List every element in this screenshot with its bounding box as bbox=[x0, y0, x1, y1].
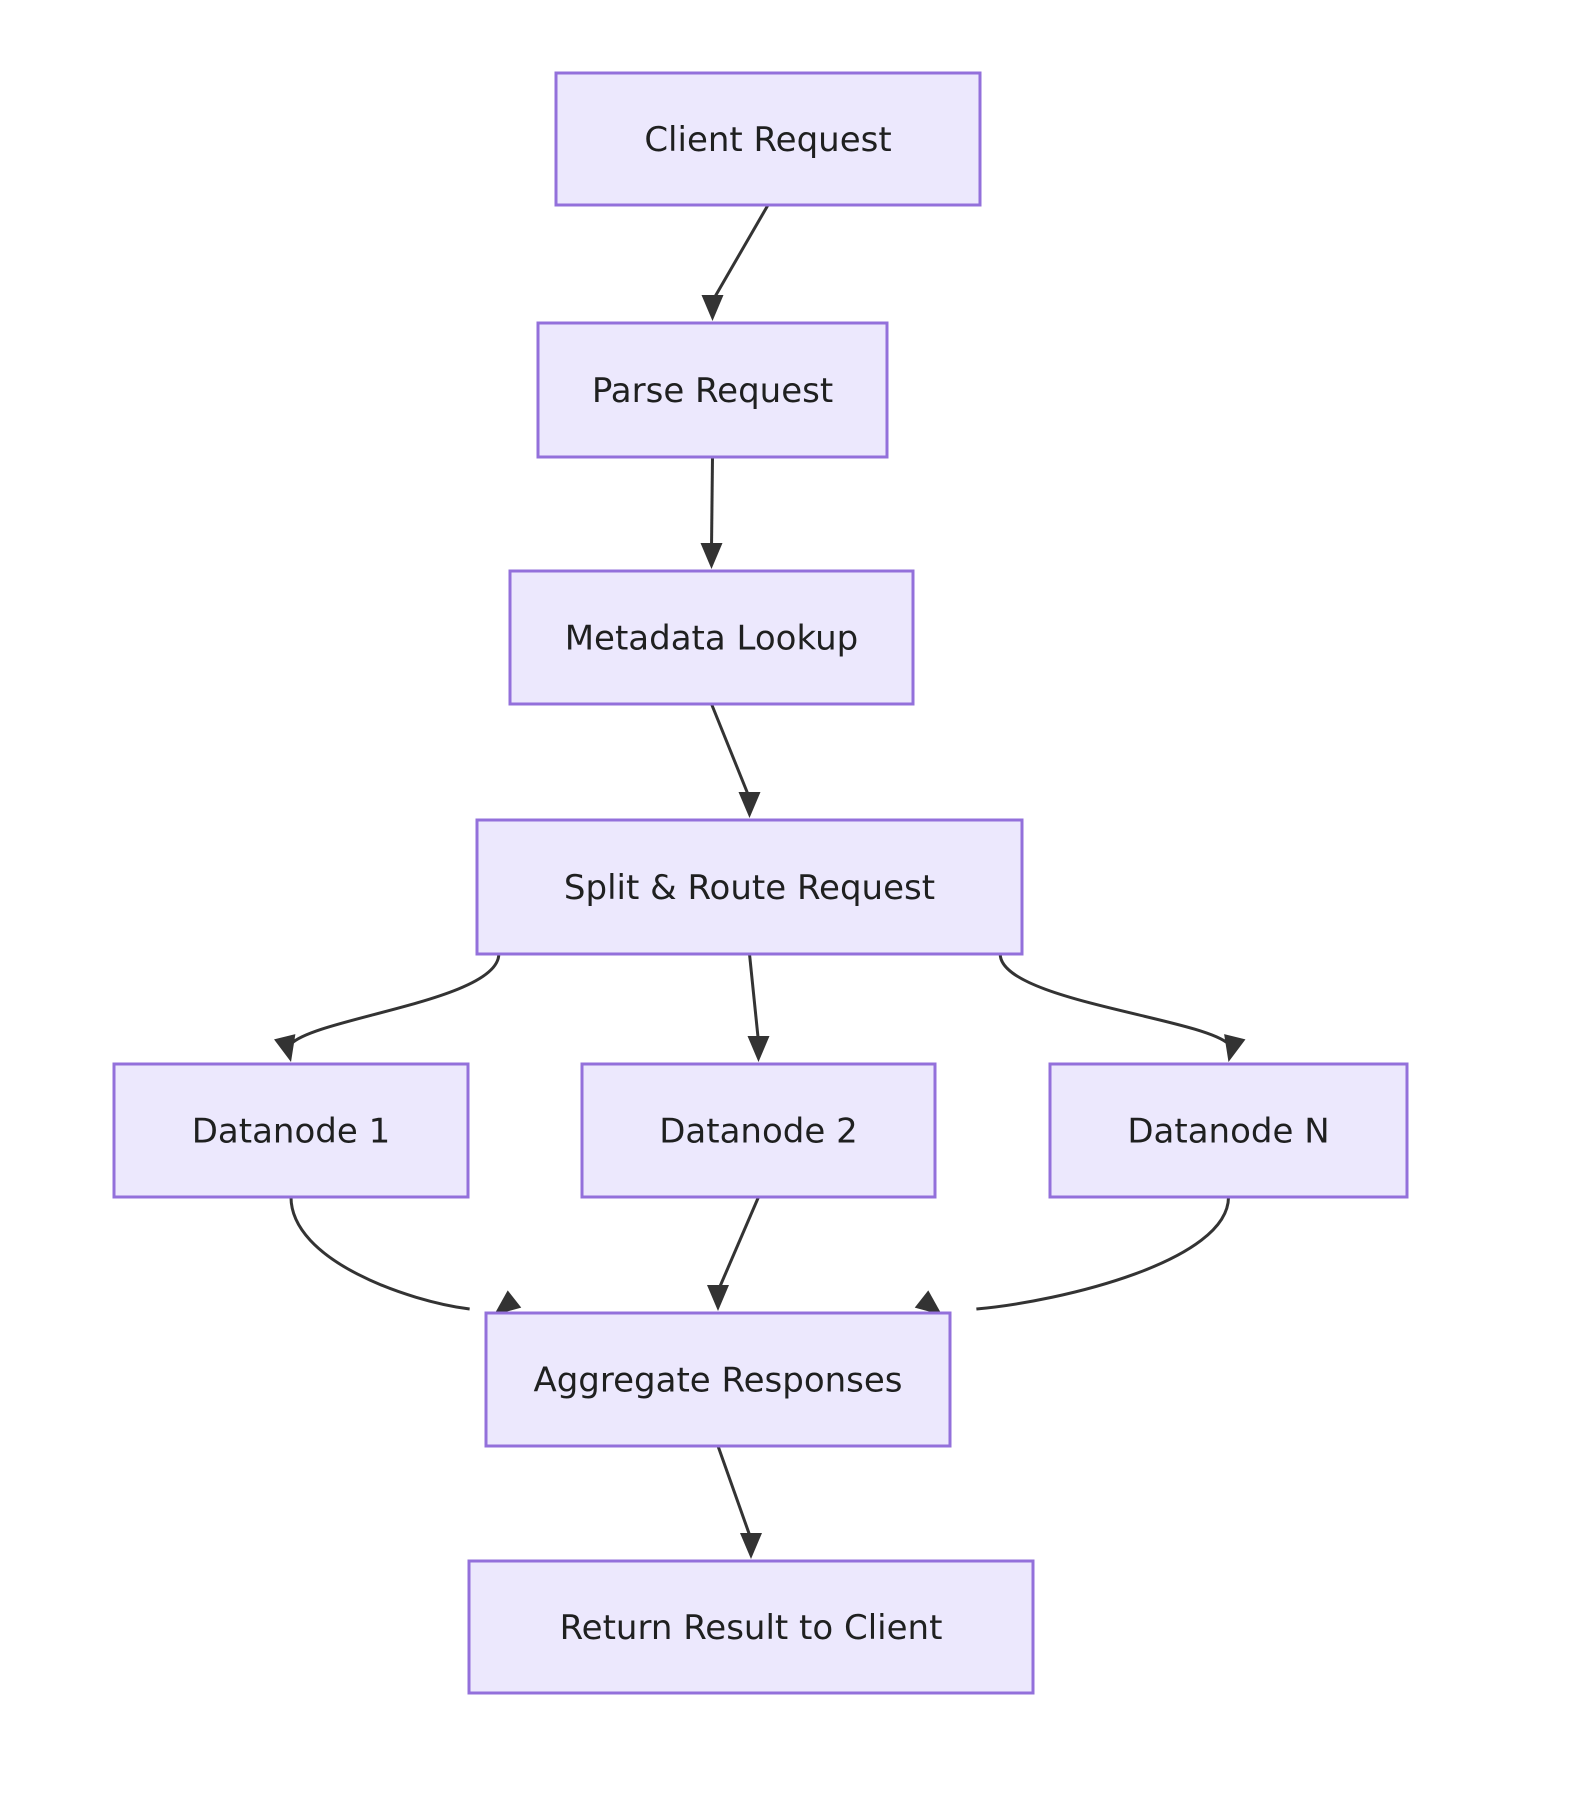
node-client-request-box[interactable] bbox=[554, 71, 982, 207]
edge-parse-to-metadata bbox=[700, 456, 723, 569]
arrow-head bbox=[914, 1290, 942, 1315]
arrow-head bbox=[707, 1285, 729, 1311]
edge-datanode-n-to-aggregate bbox=[914, 1196, 1230, 1315]
node-return-result[interactable]: Return Result to Client bbox=[467, 1559, 1035, 1695]
node-datanode-n-label: Datanode N bbox=[1127, 1112, 1329, 1152]
node-parse-request-box[interactable] bbox=[536, 321, 889, 459]
arrow-head bbox=[1224, 1034, 1246, 1062]
node-metadata-lookup[interactable]: Metadata Lookup bbox=[508, 569, 915, 706]
edge-client-to-parse-line bbox=[711, 204, 770, 302]
node-aggregate-responses[interactable]: Aggregate Responses bbox=[484, 1311, 952, 1448]
edge-aggregate-to-return-line bbox=[716, 1445, 753, 1540]
edge-metadata-to-split-line bbox=[710, 703, 751, 799]
node-split-route-request-box[interactable] bbox=[475, 818, 1024, 956]
edge-datanode-2-to-aggregate-line bbox=[716, 1196, 760, 1292]
node-client-request-label: Client Request bbox=[644, 120, 891, 160]
node-parse-request[interactable]: Parse Request bbox=[536, 321, 889, 459]
edge-datanode-1-to-aggregate bbox=[289, 1196, 522, 1315]
node-split-route-request[interactable]: Split & Route Request bbox=[475, 818, 1024, 956]
arrow-head bbox=[738, 792, 761, 818]
node-return-result-label: Return Result to Client bbox=[560, 1608, 943, 1648]
edge-aggregate-to-return bbox=[716, 1445, 762, 1559]
arrow-head bbox=[274, 1034, 296, 1062]
node-datanode-2-label: Datanode 2 bbox=[659, 1112, 857, 1152]
edge-metadata-to-split bbox=[710, 703, 761, 818]
node-return-result-box[interactable] bbox=[467, 1559, 1035, 1695]
node-datanode-2-box[interactable] bbox=[580, 1062, 937, 1199]
node-aggregate-responses-label: Aggregate Responses bbox=[533, 1361, 902, 1401]
node-datanode-1-box[interactable] bbox=[112, 1062, 470, 1199]
edge-split-to-datanode-2-line bbox=[748, 953, 760, 1043]
edge-parse-to-metadata-line bbox=[710, 456, 714, 550]
edge-split-to-datanode-2 bbox=[747, 953, 770, 1062]
node-datanode-1-label: Datanode 1 bbox=[192, 1112, 390, 1152]
edge-split-to-datanode-1-line bbox=[289, 953, 501, 1046]
node-datanode-2[interactable]: Datanode 2 bbox=[580, 1062, 937, 1199]
arrow-head bbox=[740, 1533, 762, 1559]
node-aggregate-responses-box[interactable] bbox=[484, 1311, 952, 1448]
edge-split-to-datanode-n bbox=[998, 953, 1246, 1062]
edge-datanode-1-to-aggregate-line bbox=[289, 1196, 470, 1311]
arrow-head bbox=[494, 1290, 522, 1315]
node-split-route-request-label: Split & Route Request bbox=[564, 868, 935, 908]
node-datanode-n[interactable]: Datanode N bbox=[1048, 1062, 1409, 1199]
arrow-head bbox=[700, 543, 723, 569]
edge-datanode-2-to-aggregate bbox=[707, 1196, 760, 1311]
node-datanode-1[interactable]: Datanode 1 bbox=[112, 1062, 470, 1199]
edges-layer bbox=[274, 204, 1246, 1559]
node-metadata-lookup-label: Metadata Lookup bbox=[565, 619, 859, 659]
edge-split-to-datanode-1 bbox=[274, 953, 501, 1062]
arrow-head bbox=[701, 295, 724, 321]
node-client-request[interactable]: Client Request bbox=[554, 71, 982, 207]
node-metadata-lookup-box[interactable] bbox=[508, 569, 915, 706]
edge-client-to-parse bbox=[701, 204, 770, 321]
edge-datanode-n-to-aggregate-line bbox=[976, 1196, 1230, 1311]
node-parse-request-label: Parse Request bbox=[592, 371, 833, 411]
arrow-head bbox=[747, 1036, 770, 1062]
node-datanode-n-box[interactable] bbox=[1048, 1062, 1409, 1199]
edge-split-to-datanode-n-line bbox=[998, 953, 1230, 1046]
